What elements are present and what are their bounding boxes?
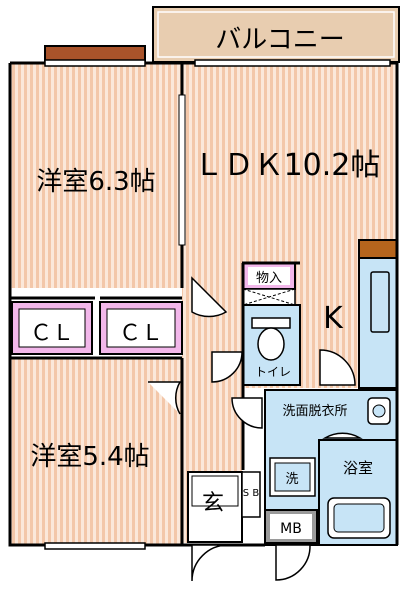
closet-2-inner (106, 308, 176, 348)
shoe-box-label: S B (243, 488, 260, 499)
window-room1-top (44, 59, 146, 67)
vanity-sink-bowl (372, 404, 386, 418)
washer-box (274, 462, 311, 492)
toilet-label: トイレ (255, 365, 291, 379)
toilet-bowl (257, 327, 285, 361)
dressing-room-label: 洗面脱衣所 (282, 403, 347, 419)
toilet-tank (251, 317, 291, 329)
kitchen-sink (370, 271, 390, 333)
bathtub-inner (333, 503, 385, 533)
door-swings (148, 276, 363, 582)
storage-inner (248, 267, 290, 285)
ldk-floor (182, 63, 397, 263)
storage-label: 物入 (256, 271, 282, 286)
closet-1-label: ＣＬ (30, 321, 74, 346)
meter-box-label: MB (280, 521, 302, 537)
kitchen-counter-top (358, 239, 398, 259)
western-room-1-label: 洋室6.3帖 (36, 167, 155, 197)
entrance-step (191, 475, 239, 507)
balcony-area (152, 6, 400, 63)
closet-2-label: ＣＬ (119, 321, 163, 346)
entrance-label: 玄 (202, 491, 224, 516)
window-room2-bottom (44, 542, 146, 550)
washer-label: 洗 (285, 472, 298, 487)
sliding-door-room1 (178, 94, 186, 246)
balcony-inner-outline (157, 11, 395, 58)
closet-1-inner (18, 308, 86, 348)
bathroom-label: 浴室 (343, 459, 373, 477)
kitchen-label: K (323, 301, 344, 336)
western-room-1-floor (10, 63, 182, 288)
western-room-2-label: 洋室5.4帖 (30, 442, 149, 472)
storage-shelf-x2 (242, 288, 296, 306)
balcony-label: バルコニー (215, 25, 344, 55)
window-ldk-top (194, 59, 391, 67)
shoe-box (241, 471, 261, 518)
western-room-2-floor (10, 358, 182, 545)
ldk-label: ＬＤＫ10.2帖 (194, 148, 381, 183)
meter-box-inner (270, 514, 312, 539)
